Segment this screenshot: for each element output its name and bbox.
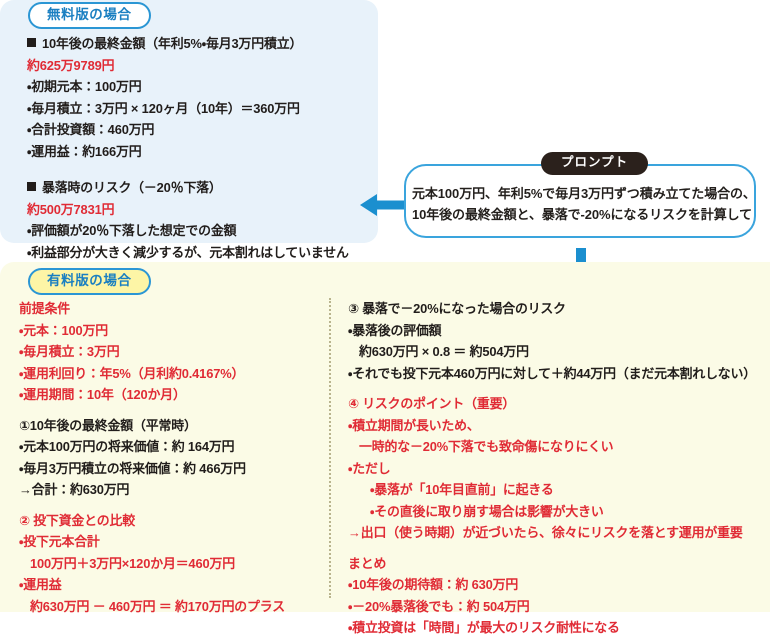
line-spacer: [348, 544, 762, 553]
paid-right-line: ・積立期間が長いため、: [348, 417, 480, 433]
paid-right-line: ・それでも投下元本460万円に対して＋約44万円（まだ元本割れしない）: [348, 365, 757, 381]
prompt-badge: プロンプト: [541, 152, 649, 175]
line-spacer: [348, 384, 762, 393]
paid-right-line: ・暴落が「10年目直前」に起きる: [370, 482, 554, 497]
block-spacer: [27, 162, 364, 177]
paid-right-line: ・暴落後の評価額: [348, 322, 442, 338]
line-spacer: [19, 501, 319, 510]
paid-left-line: 前提条件: [19, 301, 70, 316]
free-block-amount: 約500万7831円: [27, 201, 115, 217]
paid-right-line: ・10年後の期待額：約 630万円: [348, 577, 519, 592]
paid-right-line: ③ 暴落で－20%になった場合のリスク: [348, 301, 566, 316]
paid-left-line: ・毎月3万円積立の将来価値：約 466万円: [19, 460, 246, 476]
free-version-badge: 無料版の場合: [28, 2, 151, 30]
paid-right-line: ・－20%暴落後でも：約 504万円: [348, 598, 530, 614]
free-block-item: ・合計投資額：460万円: [27, 122, 155, 137]
bullet-square-icon: [27, 38, 36, 47]
free-block-item: ・利益部分が大きく減少するが、元本割れはしていません: [27, 244, 349, 260]
paid-right-line: ・その直後に取り崩す場合は影響が大きい: [370, 503, 604, 519]
paid-left-line: ・運用期間：10年（120か月）: [19, 387, 186, 402]
paid-right-line: ・ただし: [348, 460, 391, 476]
free-version-panel: 10年後の最終金額（年利5%・毎月3万円積立） 約625万9789円・初期元本：1…: [0, 0, 378, 260]
free-block-item: ・毎月積立：3万円 × 120ヶ月（10年）＝360万円: [27, 100, 300, 116]
paid-left-line: 100万円＋3万円×120か月＝460万円: [30, 555, 235, 571]
free-block-heading-text: 10年後の最終金額（年利5%・毎月3万円積立）: [42, 36, 303, 51]
paid-left-line: ・毎月積立：3万円: [19, 344, 120, 359]
free-block-heading: 10年後の最終金額（年利5%・毎月3万円積立）: [27, 33, 364, 55]
paid-left-line: ・運用益: [19, 577, 62, 592]
free-block-item: ・評価額が20％下落した想定での金額: [27, 223, 237, 238]
prompt-text: 元本100万円、年利5%で毎月3万円ずつ積み立てた場合の、 10年後の最終金額と、…: [412, 183, 757, 225]
paid-right-line: ・積立投資は「時間」が最大のリスク耐性になる: [348, 620, 620, 635]
line-spacer: [19, 406, 319, 415]
free-block-item: ・運用益：約166万円: [27, 143, 142, 159]
paid-version-panel: [0, 262, 770, 612]
paid-left-column: 前提条件・元本：100万円・毎月積立：3万円・運用利回り：年5%（月利約0.41…: [19, 298, 319, 617]
paid-version-badge: 有料版の場合: [28, 268, 151, 296]
paid-left-line: 約630万円 － 460万円 ＝ 約170万円のプラス: [30, 598, 286, 614]
paid-right-line: →出口（使う時期）が近づいたら、徐々にリスクを落とす運用が重要: [348, 525, 743, 540]
paid-left-line: ・元本100万円の将来価値：約 164万円: [19, 439, 235, 454]
paid-right-line: 一時的な－20%下落でも致命傷になりにくい: [359, 439, 614, 454]
prompt-line: 元本100万円、年利5%で毎月3万円ずつ積み立てた場合の、: [412, 186, 756, 201]
free-block-heading-text: 暴落時のリスク（－20％下落）: [42, 180, 222, 195]
free-block-heading: 暴落時のリスク（－20％下落）: [27, 177, 364, 199]
paid-left-line: ・運用利回り：年5%（月利約0.4167%）: [19, 365, 245, 381]
paid-right-line: 約630万円 × 0.8 ＝ 約504万円: [359, 344, 529, 359]
free-block-item: ・初期元本：100万円: [27, 79, 142, 94]
free-block-amount: 約625万9789円: [27, 57, 115, 73]
paid-left-line: ①10年後の最終金額（平常時）: [19, 417, 197, 433]
paid-right-line: まとめ: [348, 555, 387, 571]
paid-left-line: →合計：約630万円: [19, 482, 130, 497]
bullet-square-icon: [27, 182, 36, 191]
paid-left-line: ・投下元本合計: [19, 534, 100, 549]
paid-right-line: ④ リスクのポイント（重要）: [348, 396, 516, 411]
paid-left-line: ・元本：100万円: [19, 322, 108, 338]
prompt-line: 10年後の最終金額と、暴落で-20%になるリスクを計算して: [412, 207, 752, 222]
free-version-content: 10年後の最終金額（年利5%・毎月3万円積立） 約625万9789円・初期元本：1…: [27, 33, 364, 263]
arrow-left-icon: [360, 192, 404, 218]
paid-right-column: ③ 暴落で－20%になった場合のリスク・暴落後の評価額約630万円 × 0.8 …: [348, 298, 762, 639]
paid-left-line: ② 投下資金との比較: [19, 512, 135, 528]
column-divider: [329, 298, 331, 598]
